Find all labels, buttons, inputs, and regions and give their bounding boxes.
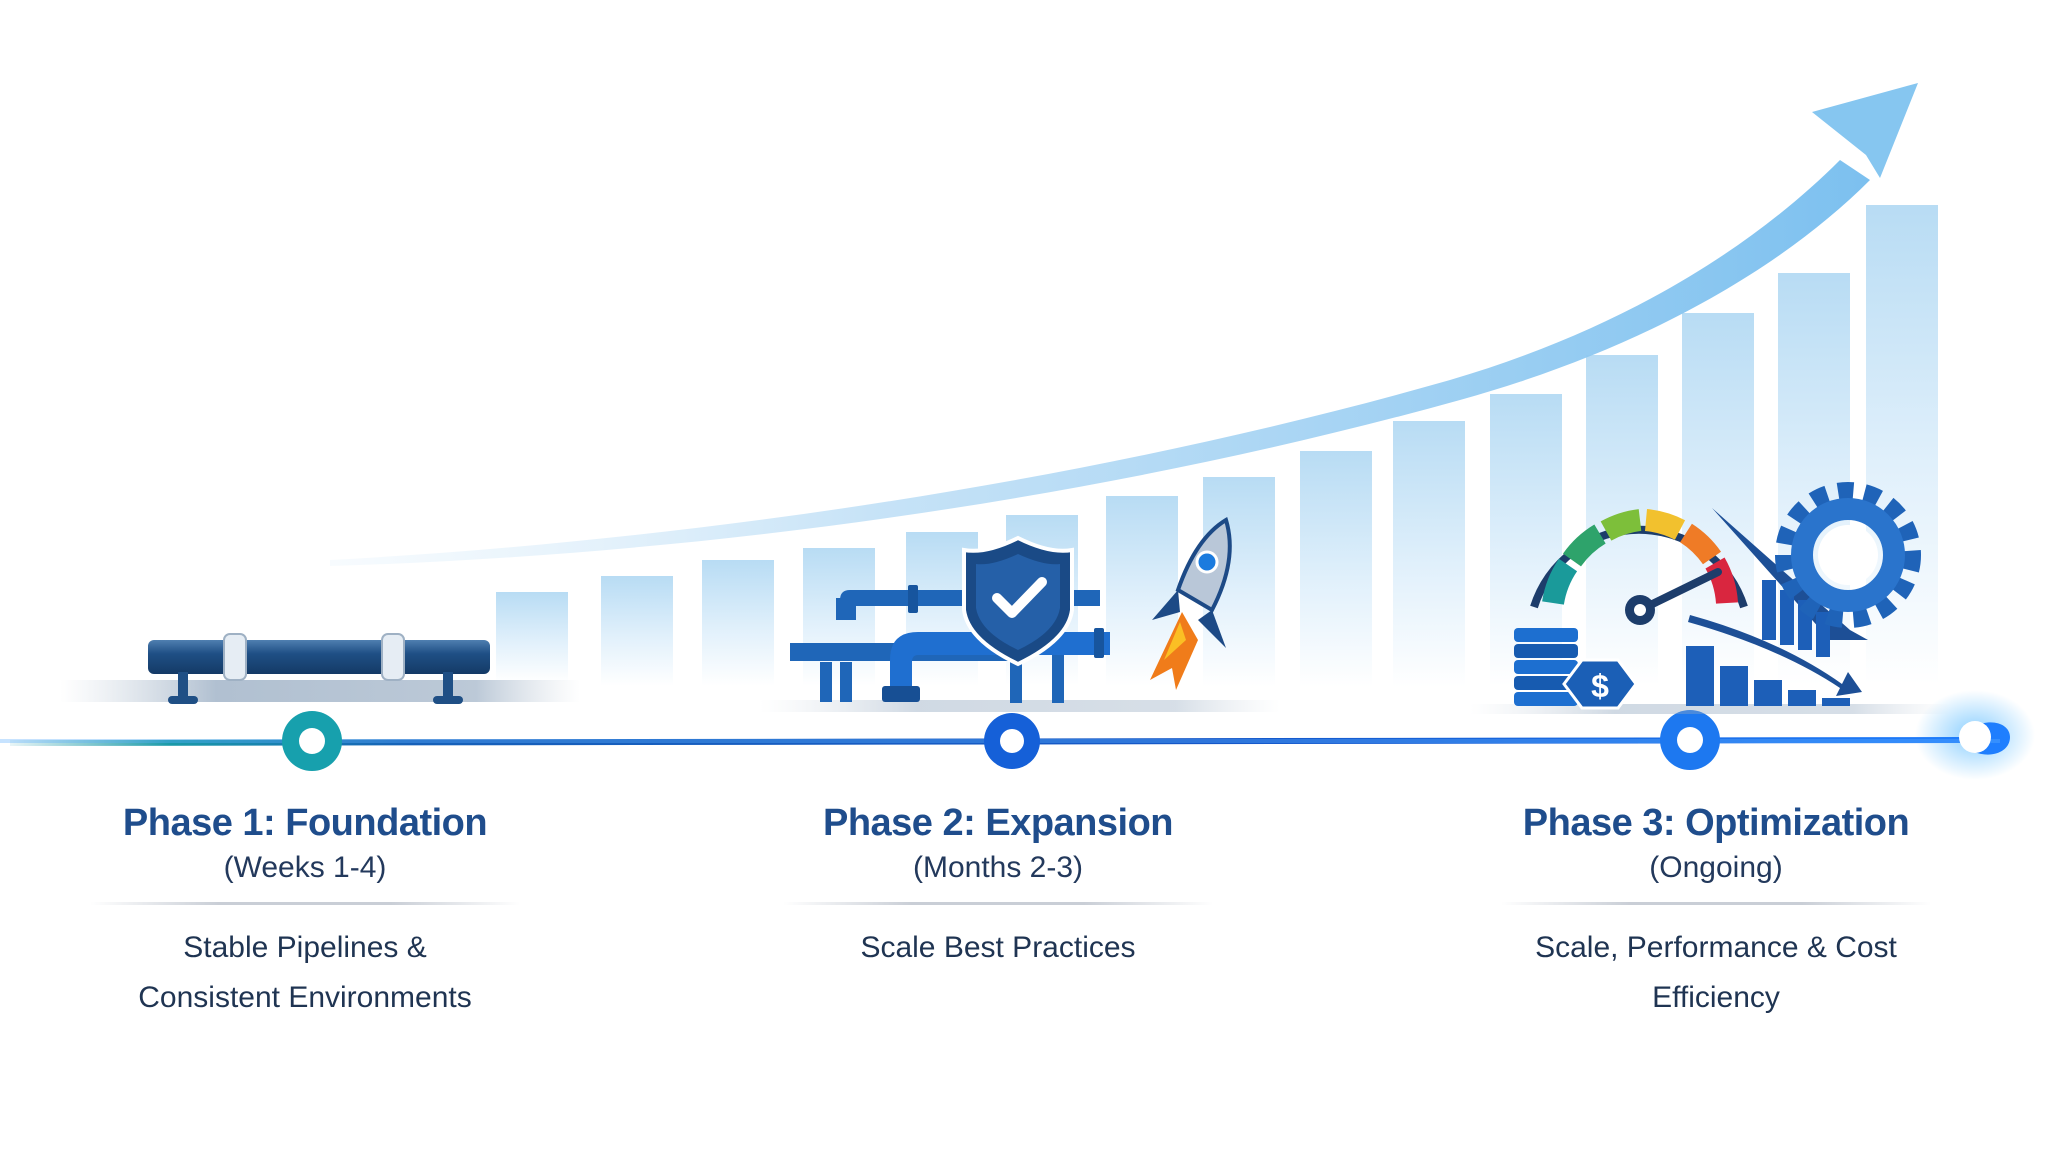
phase-description-line: Consistent Environments [138,981,472,1014]
phase-period: (Months 2-3) [912,851,1084,884]
background-bar [601,576,673,686]
background-bar [1393,421,1465,687]
timeline-node-phase-3 [1660,710,1720,770]
phase-3: Phase 3: Optimization (Ongoing) Scale, P… [1486,800,1946,1023]
divider [783,902,1213,905]
pipes-shield-rocket-icon [760,516,1280,712]
phase-title: Phase 1: Foundation [122,802,488,844]
divider [1501,902,1931,905]
phase-description-line: Scale, Performance & Cost Efficiency [1535,931,1897,1014]
coin-stack-icon [1514,628,1578,706]
timeline-node-phase-1 [282,711,342,771]
timeline-end-node [1959,721,1991,753]
divider [90,902,520,905]
phase-2: Phase 2: Expansion (Months 2-3) Scale Be… [778,800,1218,973]
phase-title: Phase 3: Optimization [1522,802,1910,844]
phase-1: Phase 1: Foundation (Weeks 1-4) Stable P… [85,800,525,1023]
gauge-cost-gear-icon: $ [1470,482,1950,714]
svg-text:$: $ [1591,668,1609,704]
pipeline-icon [60,633,580,704]
background-bar [496,592,568,682]
phase-description-line: Stable Pipelines & [183,931,427,964]
trend-up-arrow-icon [330,83,1918,566]
phase-period: (Ongoing) [1649,851,1783,884]
phase-description-line: Scale Best Practices [860,931,1136,964]
phase-title: Phase 2: Expansion [822,802,1174,844]
background-bar [702,560,774,686]
phase-period: (Weeks 1-4) [223,851,387,884]
gear-icon [1775,482,1921,628]
background-bar [1300,451,1372,687]
timeline-node-phase-2 [984,713,1040,769]
